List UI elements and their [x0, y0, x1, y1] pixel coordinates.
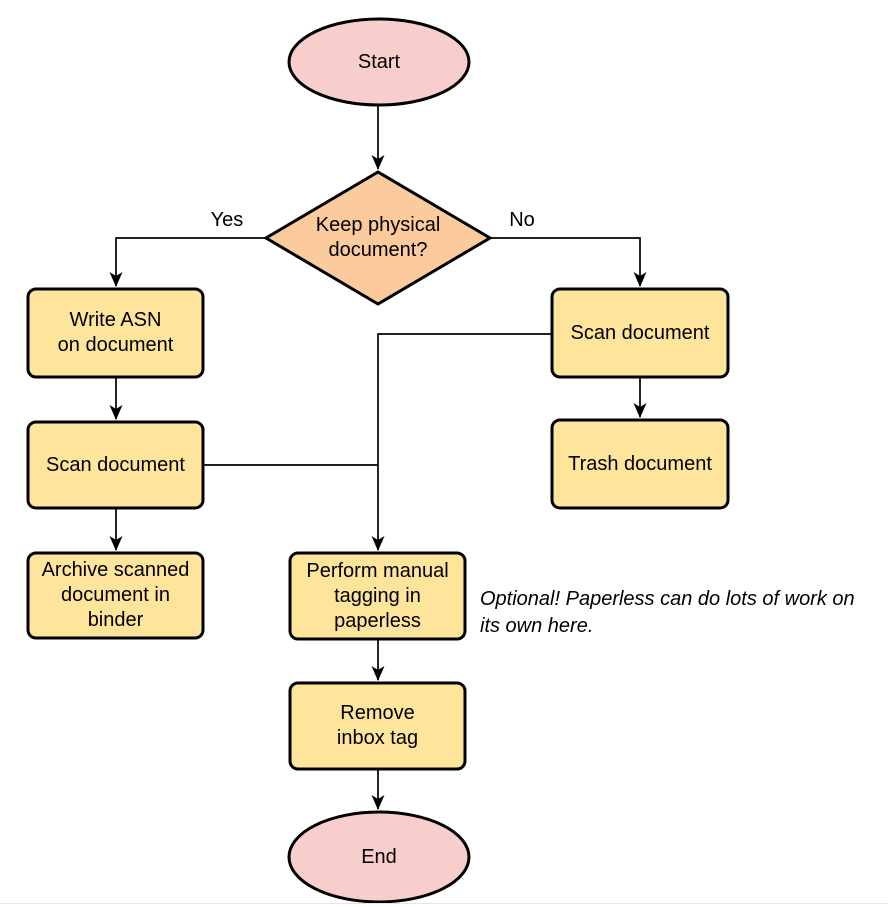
scan-right-process-shape [550, 287, 730, 379]
end-terminal-shape [287, 810, 471, 904]
scan-left-node-label: Scan document [46, 453, 185, 476]
trash-process-shape [550, 418, 730, 510]
archive-process-shape [26, 551, 205, 640]
write-asn-process-shape [26, 287, 205, 379]
edge-label-yes: Yes [210, 209, 244, 231]
edge-decision-no-to-scan-right [490, 237, 647, 287]
trash-node-label: Trash document [568, 452, 712, 475]
edges-group [109, 105, 647, 810]
scan-left-process-shape [26, 420, 205, 510]
page-bottom-divider [0, 903, 888, 904]
edge-scan-right-to-tagging [371, 333, 552, 551]
edge-label-no: No [509, 209, 535, 231]
nodes-group [26, 17, 730, 904]
scan-right-node-label: Scan document [570, 321, 710, 344]
start-node-label: Start [357, 50, 401, 73]
optional-annotation-text: Optional! Paperless can do lots of work … [480, 588, 855, 637]
tagging-process-shape [288, 551, 467, 641]
remove-inbox-process-shape [288, 681, 467, 771]
tagging-node-label: Perform manual tagging in paperless [306, 559, 449, 632]
write-asn-node-label: Write ASN on document [57, 309, 174, 356]
decision-diamond-shape [263, 170, 493, 306]
edge-decision-yes-to-write-asn [109, 237, 266, 287]
start-terminal-shape [287, 17, 471, 107]
archive-node-label: Archive scanned document in binder [41, 559, 190, 631]
decision-node-label: Keep physical document? [315, 214, 441, 261]
end-node-label: End [361, 845, 397, 868]
remove-inbox-node-label: Remove inbox tag [336, 702, 419, 749]
